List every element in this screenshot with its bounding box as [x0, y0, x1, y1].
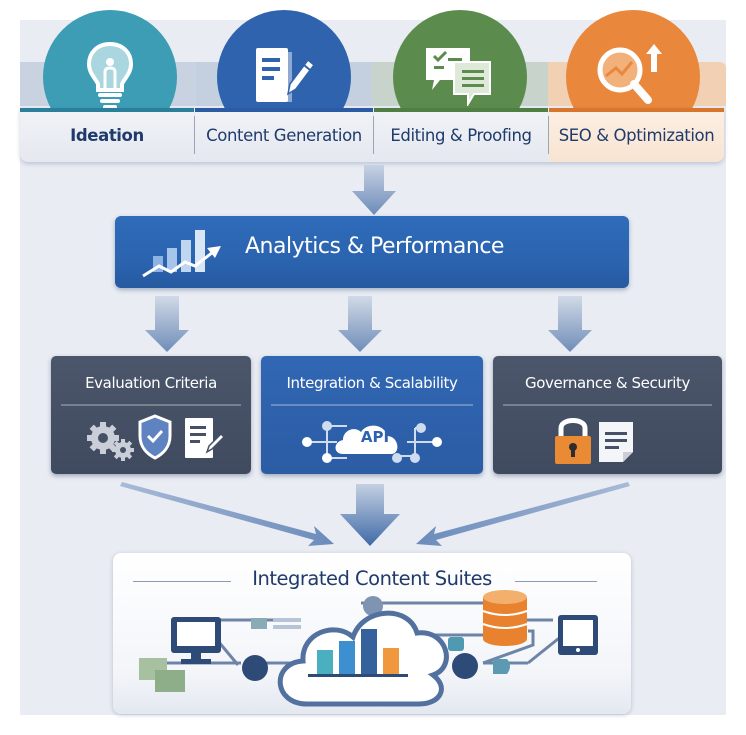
pillar-title: Governance & Security: [525, 374, 690, 392]
title-rule: [133, 581, 231, 582]
chat-checklist-icon: [426, 48, 491, 106]
pillar-icons: API: [261, 414, 483, 468]
tag-line: [273, 625, 301, 629]
database-icon: [482, 590, 528, 646]
stage-accent-line: [195, 108, 373, 112]
connector-icon: [448, 637, 464, 651]
stage-accent-line: [549, 108, 724, 112]
arrow-left-converging: [120, 482, 334, 546]
analytics-performance-box[interactable]: Analytics & Performance: [115, 216, 629, 288]
arrow-down-icon: [352, 165, 396, 215]
stage-divider: [194, 116, 195, 154]
document-icon: [599, 422, 633, 462]
network-node-icon: [363, 596, 383, 616]
divider: [61, 404, 241, 406]
arrow-down-icon: [145, 296, 189, 352]
analytics-label: Analytics & Performance: [245, 234, 504, 259]
suite-title: Integrated Content Suites: [252, 567, 492, 590]
stage-divider: [373, 116, 374, 154]
arrow-down-icon: [338, 296, 382, 352]
stage-ideation[interactable]: Ideation: [20, 108, 194, 162]
cards-icon: [139, 658, 185, 692]
document-pencil-icon: [256, 48, 316, 102]
cloud-network-illustration: [139, 590, 598, 707]
arrow-down-icon: [548, 296, 592, 352]
integration-scalability-box[interactable]: Integration & Scalability API: [261, 356, 483, 474]
api-cloud-network-icon: [302, 421, 442, 463]
lightbulb-icon: [86, 41, 134, 109]
stage-accent-line: [20, 108, 194, 112]
network-node-icon: [242, 655, 268, 681]
stage-label: Ideation: [70, 125, 144, 145]
arrow-down-center: [340, 484, 400, 546]
bar-chart-trend-icon: [142, 230, 221, 278]
padlock-icon: [555, 418, 591, 464]
pillar-title: Evaluation Criteria: [85, 374, 217, 392]
document-edit-icon: [185, 418, 226, 458]
evaluation-criteria-box[interactable]: Evaluation Criteria: [51, 356, 251, 474]
title-rule: [515, 581, 597, 582]
divider: [503, 404, 712, 406]
monitor-icon: [171, 617, 221, 664]
pillar-title: Integration & Scalability: [286, 374, 458, 392]
tablet-icon: [558, 615, 598, 655]
pillar-icons: [51, 414, 251, 468]
integrated-content-suites-box[interactable]: Integrated Content Suites: [113, 553, 631, 714]
tag-line: [273, 618, 301, 622]
stage-label: Content Generation: [206, 125, 362, 145]
stage-accent-line: [374, 108, 548, 112]
connector-icon: [493, 659, 510, 674]
api-label: API: [360, 428, 390, 446]
stage-label: SEO & Optimization: [558, 125, 715, 145]
governance-security-box[interactable]: Governance & Security: [493, 356, 722, 474]
stage-editing-proofing[interactable]: Editing & Proofing: [374, 108, 548, 162]
stage-label: Editing & Proofing: [390, 125, 532, 145]
arrow-right-converging: [416, 482, 630, 546]
stage-seo-optimization[interactable]: SEO & Optimization: [549, 108, 724, 162]
gears-icon: [87, 422, 134, 461]
tag-icon: [251, 618, 267, 629]
stage-divider: [548, 116, 549, 154]
stage-content-generation[interactable]: Content Generation: [195, 108, 373, 162]
converging-arrows: [120, 482, 630, 546]
divider: [271, 404, 473, 406]
shield-check-icon: [138, 414, 172, 460]
cloud-bar-chart-icon: [277, 610, 449, 707]
pillar-icons: [493, 414, 722, 468]
network-node-icon: [452, 653, 478, 679]
stage-label-bar: Ideation Content Generation Editing & Pr…: [20, 108, 724, 162]
magnifier-trend-up-icon: [597, 44, 662, 104]
